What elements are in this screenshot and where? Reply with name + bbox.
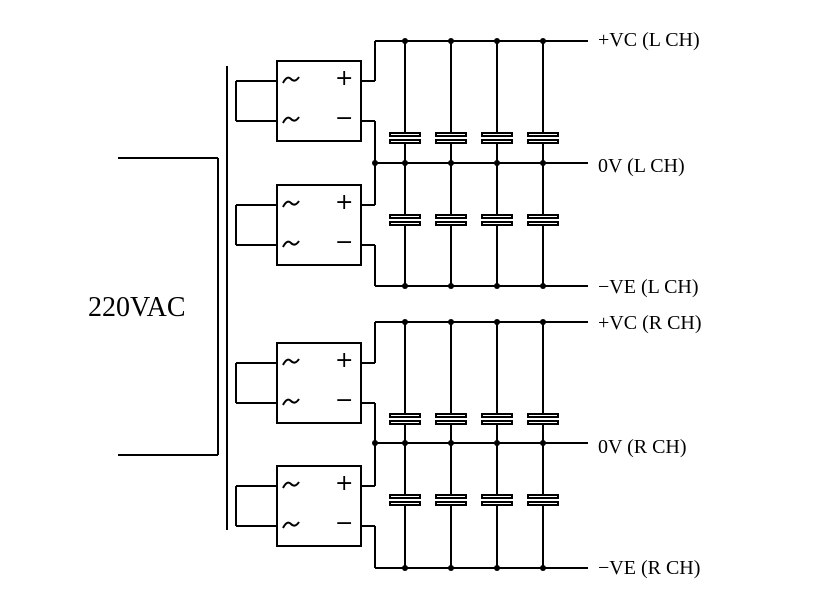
right-channel-neg-junction-dot xyxy=(448,565,454,571)
rectifier-1-minus-sign: − xyxy=(335,106,354,131)
right-channel-zero-junction-dot xyxy=(540,440,546,446)
right-channel-cap-upper-1-plate-bottom xyxy=(389,420,421,425)
ac-tilde-icon xyxy=(282,521,300,529)
left-channel-neg-junction-dot xyxy=(494,283,500,289)
left-channel-zero-junction-dot xyxy=(540,160,546,166)
ac-tilde-icon xyxy=(282,116,300,124)
wires xyxy=(118,40,588,569)
right-channel-cap-upper-4-plate-bottom xyxy=(527,420,559,425)
rectifier-3-block xyxy=(276,342,362,424)
rail-label-right-negative: −VE (R CH) xyxy=(598,557,701,579)
left-channel-cap-upper-2-plate-bottom xyxy=(435,139,467,144)
rail-label-right-zero: 0V (R CH) xyxy=(598,436,687,458)
right-channel-zero-junction-dot xyxy=(448,440,454,446)
right-channel-neg-junction-dot xyxy=(402,565,408,571)
right-channel-cap-upper-2-plate-top xyxy=(435,413,467,418)
right-channel-cap-lower-1-plate-top xyxy=(389,494,421,499)
junction-dots xyxy=(372,38,546,571)
right-channel-zero-junction-dot xyxy=(402,440,408,446)
left-channel-cap-upper-4-plate-bottom xyxy=(527,139,559,144)
right-channel-cap-lower-2-plate-top xyxy=(435,494,467,499)
ac-tilde-icon xyxy=(282,358,300,366)
left-channel-neg-junction-dot xyxy=(540,283,546,289)
right-channel-cap-lower-3-plate-bottom xyxy=(481,501,513,506)
left-channel-cap-lower-3-plate-bottom xyxy=(481,221,513,226)
left-channel-cap-lower-4-plate-bottom xyxy=(527,221,559,226)
left-channel-zero-junction-dot xyxy=(402,160,408,166)
right-channel-zero-junction-dot xyxy=(494,440,500,446)
left-channel-cap-lower-2-plate-bottom xyxy=(435,221,467,226)
left-channel-cap-lower-4-plate-top xyxy=(527,214,559,219)
ac-tilde-icon xyxy=(282,481,300,489)
right-channel-neg-junction-dot xyxy=(540,565,546,571)
rectifier-4-minus-sign: − xyxy=(335,511,354,536)
left-channel-pos-junction-dot xyxy=(402,38,408,44)
rectifier-2-block xyxy=(276,184,362,266)
rectifier-1-block xyxy=(276,60,362,142)
ac-tilde-icon xyxy=(282,76,300,84)
left-channel-cap-upper-1-plate-top xyxy=(389,132,421,137)
left-channel-zero-junction-dot xyxy=(448,160,454,166)
right-channel-pos-junction-dot xyxy=(494,319,500,325)
left-channel-cap-upper-2-plate-top xyxy=(435,132,467,137)
right-channel-cap-lower-2-plate-bottom xyxy=(435,501,467,506)
ac-tilde-icon xyxy=(282,200,300,208)
right-channel-cap-lower-3-plate-top xyxy=(481,494,513,499)
left-channel-cap-lower-1-plate-top xyxy=(389,214,421,219)
rectifier-3-plus-sign: + xyxy=(335,348,354,373)
left-channel-neg-junction-dot xyxy=(402,283,408,289)
rail-label-left-zero: 0V (L CH) xyxy=(598,155,685,177)
rectifier-4-block xyxy=(276,465,362,547)
capacitor-bank xyxy=(389,132,559,506)
left-channel-zero-junction-dot xyxy=(372,160,378,166)
left-channel-cap-lower-2-plate-top xyxy=(435,214,467,219)
left-channel-neg-junction-dot xyxy=(448,283,454,289)
ac-tilde-icon xyxy=(282,398,300,406)
left-channel-zero-junction-dot xyxy=(494,160,500,166)
right-channel-cap-upper-2-plate-bottom xyxy=(435,420,467,425)
right-channel-neg-junction-dot xyxy=(494,565,500,571)
right-channel-cap-lower-4-plate-top xyxy=(527,494,559,499)
right-channel-pos-junction-dot xyxy=(540,319,546,325)
rectifier-3-minus-sign: − xyxy=(335,388,354,413)
left-channel-cap-lower-3-plate-top xyxy=(481,214,513,219)
right-channel-cap-lower-1-plate-bottom xyxy=(389,501,421,506)
left-channel-cap-lower-1-plate-bottom xyxy=(389,221,421,226)
input-voltage-label: 220VAC xyxy=(88,292,186,323)
left-channel-cap-upper-4-plate-top xyxy=(527,132,559,137)
right-channel-cap-upper-3-plate-bottom xyxy=(481,420,513,425)
right-channel-cap-upper-1-plate-top xyxy=(389,413,421,418)
right-channel-cap-upper-4-plate-top xyxy=(527,413,559,418)
rail-label-right-positive: +VC (R CH) xyxy=(598,312,702,334)
left-channel-cap-upper-3-plate-bottom xyxy=(481,139,513,144)
left-channel-pos-junction-dot xyxy=(540,38,546,44)
left-channel-cap-upper-1-plate-bottom xyxy=(389,139,421,144)
rectifier-1-plus-sign: + xyxy=(335,66,354,91)
left-channel-pos-junction-dot xyxy=(448,38,454,44)
right-channel-pos-junction-dot xyxy=(448,319,454,325)
right-channel-cap-lower-4-plate-bottom xyxy=(527,501,559,506)
right-channel-pos-junction-dot xyxy=(402,319,408,325)
right-channel-zero-junction-dot xyxy=(372,440,378,446)
rail-label-left-negative: −VE (L CH) xyxy=(598,276,699,298)
rectifier-2-minus-sign: − xyxy=(335,230,354,255)
rectifier-4-plus-sign: + xyxy=(335,471,354,496)
right-channel-cap-upper-3-plate-top xyxy=(481,413,513,418)
left-channel-cap-upper-3-plate-top xyxy=(481,132,513,137)
rail-label-left-positive: +VC (L CH) xyxy=(598,29,700,51)
rectifier-2-plus-sign: + xyxy=(335,190,354,215)
left-channel-pos-junction-dot xyxy=(494,38,500,44)
ac-tilde-icon xyxy=(282,240,300,248)
